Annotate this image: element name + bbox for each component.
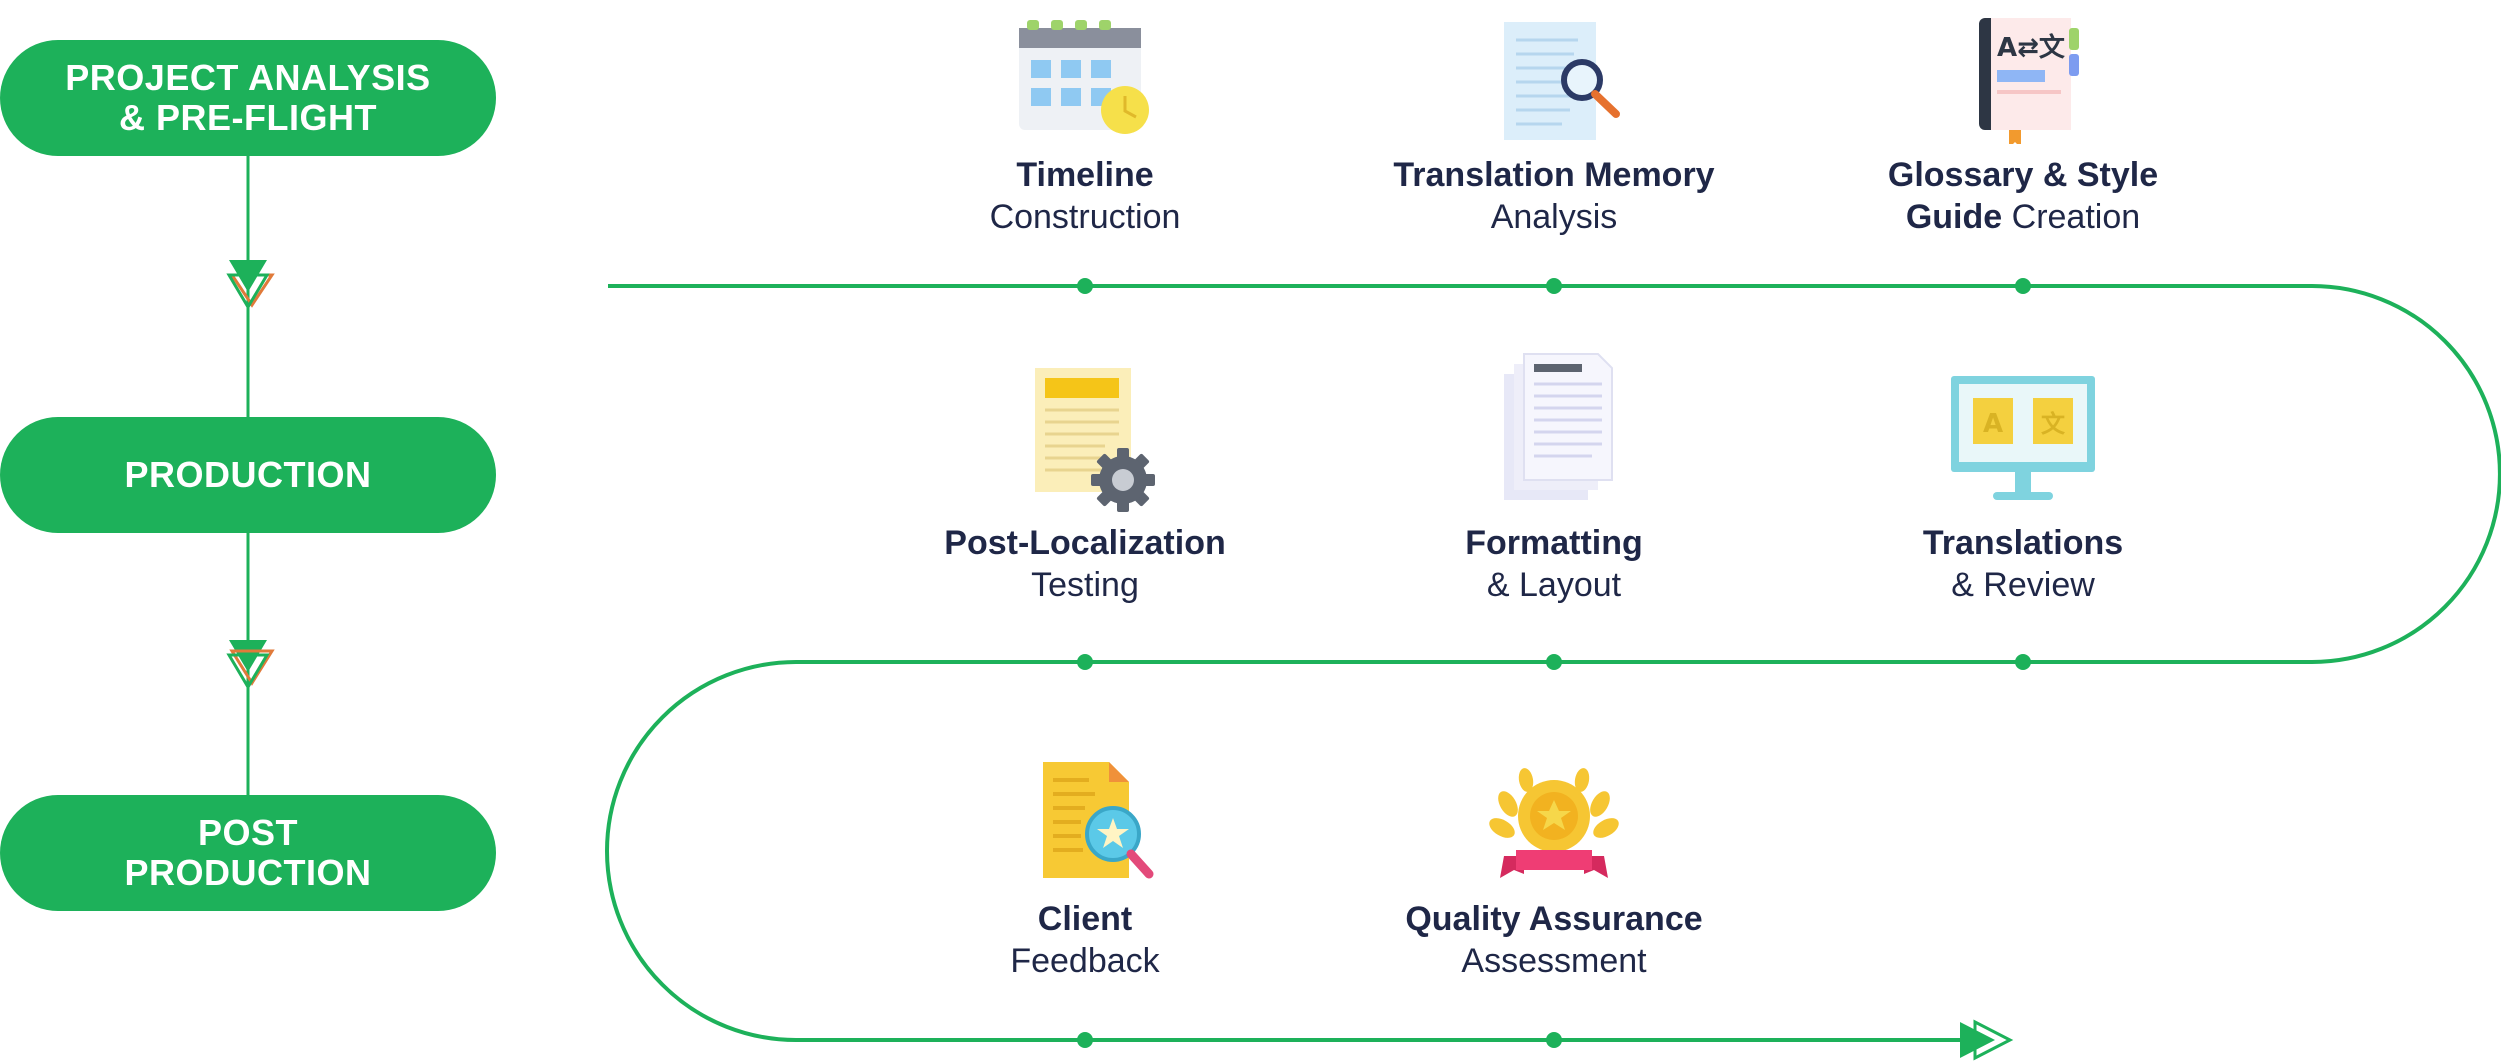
step-subtitle: Testing	[1031, 566, 1139, 604]
step-title: Translations	[1922, 524, 2124, 562]
step-title: Timeline	[1016, 156, 1154, 194]
dictionary-book-icon: A⇄文	[1979, 18, 2079, 144]
node-timeline	[1077, 278, 1093, 294]
step-title: Glossary & Style	[1887, 156, 2159, 194]
step-subtitle: & Layout	[1486, 566, 1622, 604]
step-timeline: Timeline Construction	[865, 14, 1305, 238]
step-post-localization: Post-Localization Testing	[865, 362, 1305, 606]
node-qa	[1546, 1032, 1562, 1048]
step-title: Post-Localization	[944, 524, 1226, 562]
step-formatting: Formatting & Layout	[1334, 352, 1774, 606]
document-magnifier-star-icon	[1043, 762, 1154, 879]
step-title: Client	[1037, 900, 1133, 938]
step-subtitle: Analysis	[1490, 198, 1618, 236]
step-translations: A 文 Translations & Review	[1803, 372, 2243, 606]
award-medal-icon	[1489, 768, 1619, 878]
node-tm	[1546, 278, 1562, 294]
down-arrow-icon	[226, 260, 275, 310]
timeline-nodes	[1077, 278, 2031, 1048]
calendar-clock-icon	[1019, 20, 1149, 134]
step-subtitle: Construction	[989, 198, 1181, 236]
node-formatting	[1546, 654, 1562, 670]
arrow-head-icon	[1960, 1019, 2014, 1061]
node-client	[1077, 1032, 1093, 1048]
phase-post-production: POST PRODUCTION	[0, 795, 496, 911]
step-title: Quality Assurance	[1405, 900, 1703, 938]
phase-production: PRODUCTION	[0, 417, 496, 533]
letter-a-glyph: A	[1983, 409, 2003, 439]
node-post-loc	[1077, 654, 1093, 670]
document-search-icon	[1504, 22, 1620, 140]
step-title: Formatting	[1465, 524, 1643, 562]
node-translations	[2015, 654, 2031, 670]
step-subtitle: & Review	[1951, 566, 2095, 604]
monitor-translate-icon: A 文	[1951, 376, 2095, 500]
glossary-icon-glyph: A⇄文	[1997, 32, 2066, 63]
phase-project-analysis: PROJECT ANALYSIS & PRE-FLIGHT	[0, 40, 496, 156]
step-subtitle: Assessment	[1461, 942, 1647, 980]
step-subtitle: Feedback	[1010, 942, 1160, 980]
letter-b-glyph: 文	[2041, 410, 2066, 438]
step-glossary: A⇄文 Glossary & Style Guide Creation	[1803, 14, 2243, 238]
step-translation-memory: Translation Memory Analysis	[1334, 14, 1774, 238]
step-title: Translation Memory	[1393, 156, 1715, 194]
down-arrow-icon	[226, 640, 275, 690]
step-client-feedback: Client Feedback	[865, 758, 1305, 982]
step-subtitle: Creation	[2011, 198, 2141, 236]
node-glossary	[2015, 278, 2031, 294]
gear-icon	[1091, 448, 1155, 512]
stacked-pages-icon	[1504, 353, 1613, 500]
step-title-2: Guide	[1905, 198, 2003, 236]
step-quality-assurance: Quality Assurance Assessment	[1334, 758, 1774, 982]
document-gear-icon	[1035, 368, 1155, 512]
